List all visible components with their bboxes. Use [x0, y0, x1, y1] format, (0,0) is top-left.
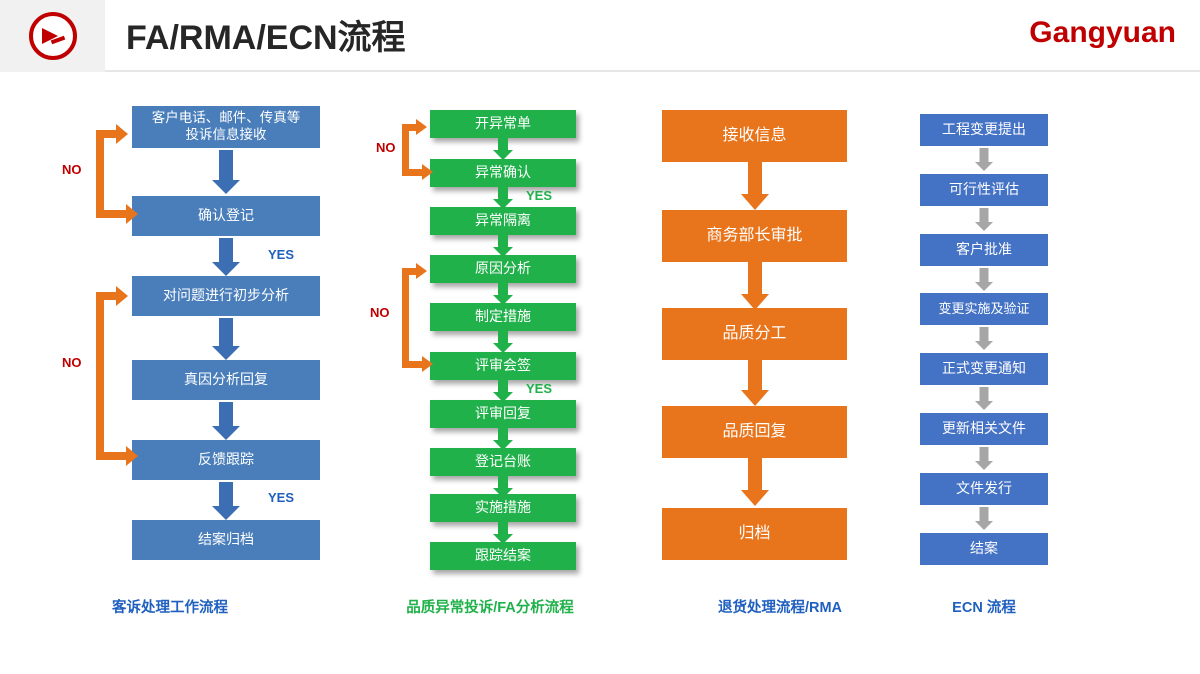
- node-rma-4: 品质回复: [662, 406, 847, 458]
- arrow-complaint-2: [132, 238, 320, 276]
- arrow-quality-2: [430, 187, 576, 209]
- loop-complaint-1: [96, 122, 142, 224]
- node-complaint-2: 确认登记: [132, 196, 320, 236]
- arrow-quality-6: [430, 380, 576, 402]
- label-quality-no-1: NO: [376, 140, 396, 155]
- page-title: FA/RMA/ECN流程: [126, 19, 406, 57]
- node-complaint-3: 对问题进行初步分析: [132, 276, 320, 316]
- node-ecn-2: 可行性评估: [920, 174, 1048, 206]
- gangyuan-logo-icon: [28, 12, 77, 60]
- node-complaint-1: 客户电话、邮件、传真等 投诉信息接收: [132, 106, 320, 148]
- arrow-ecn-7: [920, 505, 1048, 533]
- arrow-rma-1: [662, 162, 847, 210]
- arrow-ecn-6: [920, 445, 1048, 473]
- arrow-ecn-5: [920, 385, 1048, 413]
- loop-complaint-2: [96, 284, 142, 466]
- node-ecn-1: 工程变更提出: [920, 114, 1048, 146]
- arrow-quality-5: [430, 331, 576, 353]
- node-quality-9: 实施措施: [430, 494, 576, 522]
- node-rma-5: 归档: [662, 508, 847, 560]
- arrow-quality-4: [430, 283, 576, 305]
- arrow-quality-9: [430, 522, 576, 544]
- node-ecn-7: 文件发行: [920, 473, 1048, 505]
- node-quality-2: 异常确认: [430, 159, 576, 187]
- label-quality-no-2: NO: [370, 305, 390, 320]
- arrow-ecn-2: [920, 206, 1048, 234]
- node-complaint-4: 真因分析回复: [132, 360, 320, 400]
- label-complaint-yes-2: YES: [268, 490, 295, 505]
- label-complaint-no-1: NO: [62, 162, 82, 177]
- column-title-rma: 退货处理流程/RMA: [717, 600, 843, 616]
- label-complaint-yes-1: YES: [268, 247, 295, 262]
- column-title-complaint: 客诉处理工作流程: [112, 600, 228, 616]
- label-complaint-no-2: NO: [62, 355, 82, 370]
- node-ecn-3: 客户批准: [920, 234, 1048, 266]
- arrow-rma-2: [662, 262, 847, 310]
- node-rma-2: 商务部长审批: [662, 210, 847, 262]
- flow-column-quality: 开异常单 异常确认 异常隔离 原因分析 制定措施 评审会签 评审: [340, 0, 640, 674]
- logo-container: [0, 0, 105, 72]
- node-ecn-5: 正式变更通知: [920, 353, 1048, 385]
- node-quality-4: 原因分析: [430, 255, 576, 283]
- arrow-quality-8: [430, 476, 576, 498]
- node-quality-5: 制定措施: [430, 303, 576, 331]
- loop-quality-1: [402, 118, 436, 180]
- node-rma-1: 接收信息: [662, 110, 847, 162]
- arrow-quality-1: [430, 138, 576, 160]
- node-ecn-4: 变更实施及验证: [920, 293, 1048, 325]
- flow-column-ecn: 工程变更提出 可行性评估 客户批准 变更实施及验证 正式变更通知 更新相关文件: [920, 0, 1200, 674]
- node-quality-10: 跟踪结案: [430, 542, 576, 570]
- arrow-rma-3: [662, 360, 847, 406]
- label-quality-yes-1: YES: [526, 188, 553, 203]
- slide-header: FA/RMA/ECN流程 Gangyuan: [0, 0, 1200, 72]
- node-quality-7: 评审回复: [430, 400, 576, 428]
- loop-quality-2: [402, 262, 436, 372]
- node-complaint-6: 结案归档: [132, 520, 320, 560]
- header-divider: [105, 70, 1200, 72]
- arrow-quality-7: [430, 428, 576, 450]
- node-quality-3: 异常隔离: [430, 207, 576, 235]
- node-quality-6: 评审会签: [430, 352, 576, 380]
- node-quality-1: 开异常单: [430, 110, 576, 138]
- column-title-ecn: ECN 流程: [952, 600, 1016, 616]
- arrow-rma-4: [662, 458, 847, 508]
- node-rma-3: 品质分工: [662, 308, 847, 360]
- arrow-complaint-3: [132, 318, 320, 360]
- brand-name: Gangyuan: [1029, 16, 1176, 49]
- label-quality-yes-2: YES: [526, 381, 553, 396]
- arrow-complaint-5: [132, 482, 320, 520]
- arrow-quality-3: [430, 235, 576, 257]
- node-ecn-6: 更新相关文件: [920, 413, 1048, 445]
- arrow-ecn-1: [920, 146, 1048, 174]
- node-quality-8: 登记台账: [430, 448, 576, 476]
- flow-column-rma: 接收信息 商务部长审批 品质分工 品质回复 归档 退货处理流程/RMA: [640, 0, 920, 674]
- flow-column-complaint: 客户电话、邮件、传真等 投诉信息接收 确认登记 对问题进行初步分析 真因分析回复: [0, 0, 340, 674]
- arrow-ecn-4: [920, 325, 1048, 353]
- arrow-complaint-1: [132, 150, 320, 194]
- column-title-quality: 品质异常投诉/FA分析流程: [406, 600, 574, 616]
- node-complaint-5: 反馈跟踪: [132, 440, 320, 480]
- arrow-complaint-4: [132, 402, 320, 440]
- node-ecn-8: 结案: [920, 533, 1048, 565]
- arrow-ecn-3: [920, 266, 1048, 294]
